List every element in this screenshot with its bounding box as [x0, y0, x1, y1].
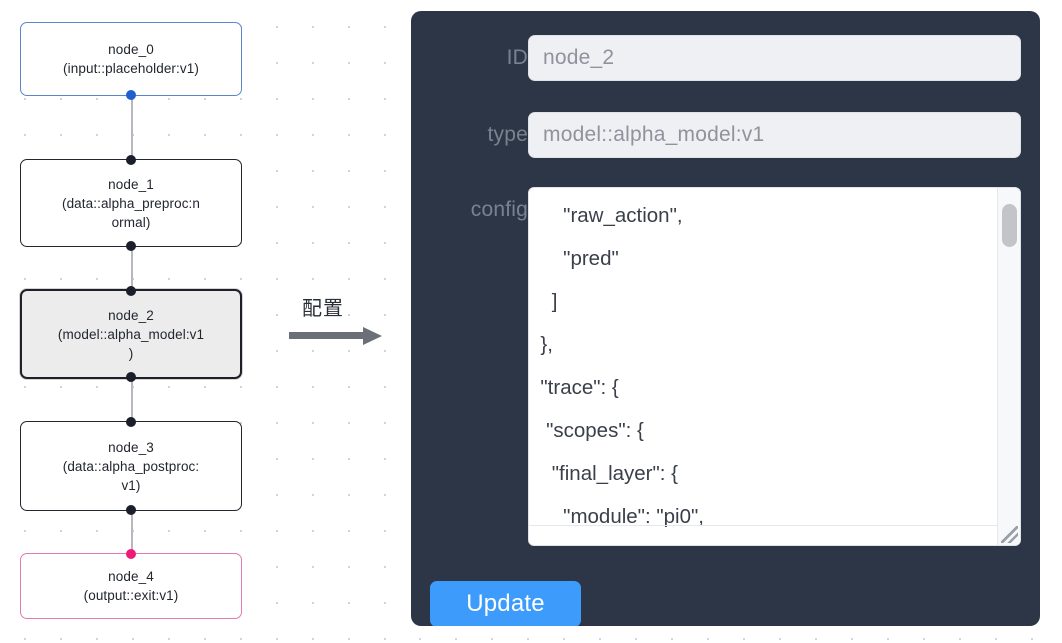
graph-canvas[interactable]: node_0 (input::placeholder:v1) node_1 (d… [0, 0, 400, 643]
arrow-shaft [289, 332, 365, 339]
node-handle-source[interactable] [126, 241, 136, 251]
node-title: node_0 [108, 42, 154, 57]
node-subtitle: (input::placeholder:v1) [63, 61, 199, 76]
edge-node1-node2 [131, 244, 134, 292]
node-handle-source[interactable] [126, 90, 136, 100]
edge-node3-node4 [131, 508, 134, 556]
edge-node2-node3 [131, 376, 134, 424]
node-title: node_4 [108, 569, 154, 584]
node-title: node_3 [108, 439, 154, 455]
config-scrollbar[interactable] [997, 188, 1020, 545]
config-textarea[interactable]: "raw_action", "pred" ] }, "trace": { "sc… [528, 187, 1021, 546]
textarea-footer-line [529, 525, 998, 526]
node-title: node_2 [108, 307, 154, 323]
graph-node-node_1[interactable]: node_1 (data::alpha_preproc:n ormal) [20, 155, 242, 251]
annotation-label: 配置 [302, 296, 344, 320]
node-handle-source[interactable] [126, 372, 136, 382]
graph-node-node_0[interactable]: node_0 (input::placeholder:v1) [20, 22, 242, 100]
node-subtitle: (data::alpha_postproc: v1) [62, 458, 200, 493]
annotation-config: 配置 [289, 296, 393, 346]
graph-node-node_4[interactable]: node_4 (output::exit:v1) [20, 549, 242, 619]
node-subtitle: (data::alpha_preproc:n ormal) [61, 195, 201, 230]
type-input[interactable] [528, 112, 1021, 158]
id-field-label: ID [506, 46, 528, 69]
arrow-right-icon [289, 326, 393, 346]
node-title: node_1 [108, 176, 154, 192]
node-handle-target[interactable] [126, 417, 136, 427]
field-row-id: ID [428, 35, 1021, 81]
node-subtitle: (output::exit:v1) [83, 588, 179, 603]
edge-node0-node1 [131, 93, 134, 163]
node-subtitle: (model::alpha_model:v1 ) [57, 326, 205, 361]
graph-node-node_2[interactable]: node_2 (model::alpha_model:v1 ) [20, 286, 242, 382]
field-row-config: config "raw_action", "pred" ] }, "trace"… [428, 187, 1021, 546]
node-handle-source[interactable] [126, 505, 136, 515]
arrow-head [363, 326, 382, 345]
config-textarea-text: "raw_action", "pred" ] }, "trace": { "sc… [540, 204, 704, 528]
field-row-type: type [428, 112, 1021, 158]
node-handle-target[interactable] [126, 549, 136, 559]
node-handle-target[interactable] [126, 155, 136, 165]
config-scrollbar-thumb[interactable] [1002, 204, 1017, 247]
node-handle-target[interactable] [126, 286, 136, 296]
node-inspector-panel: ID type config "raw_action", "pred" ] },… [411, 11, 1040, 626]
resize-handle-icon[interactable] [1001, 526, 1018, 543]
update-button[interactable]: Update [430, 581, 581, 626]
type-field-label: type [487, 123, 528, 146]
graph-node-node_3[interactable]: node_3 (data::alpha_postproc: v1) [20, 417, 242, 515]
id-input[interactable] [528, 35, 1021, 81]
config-field-label: config [470, 198, 528, 221]
